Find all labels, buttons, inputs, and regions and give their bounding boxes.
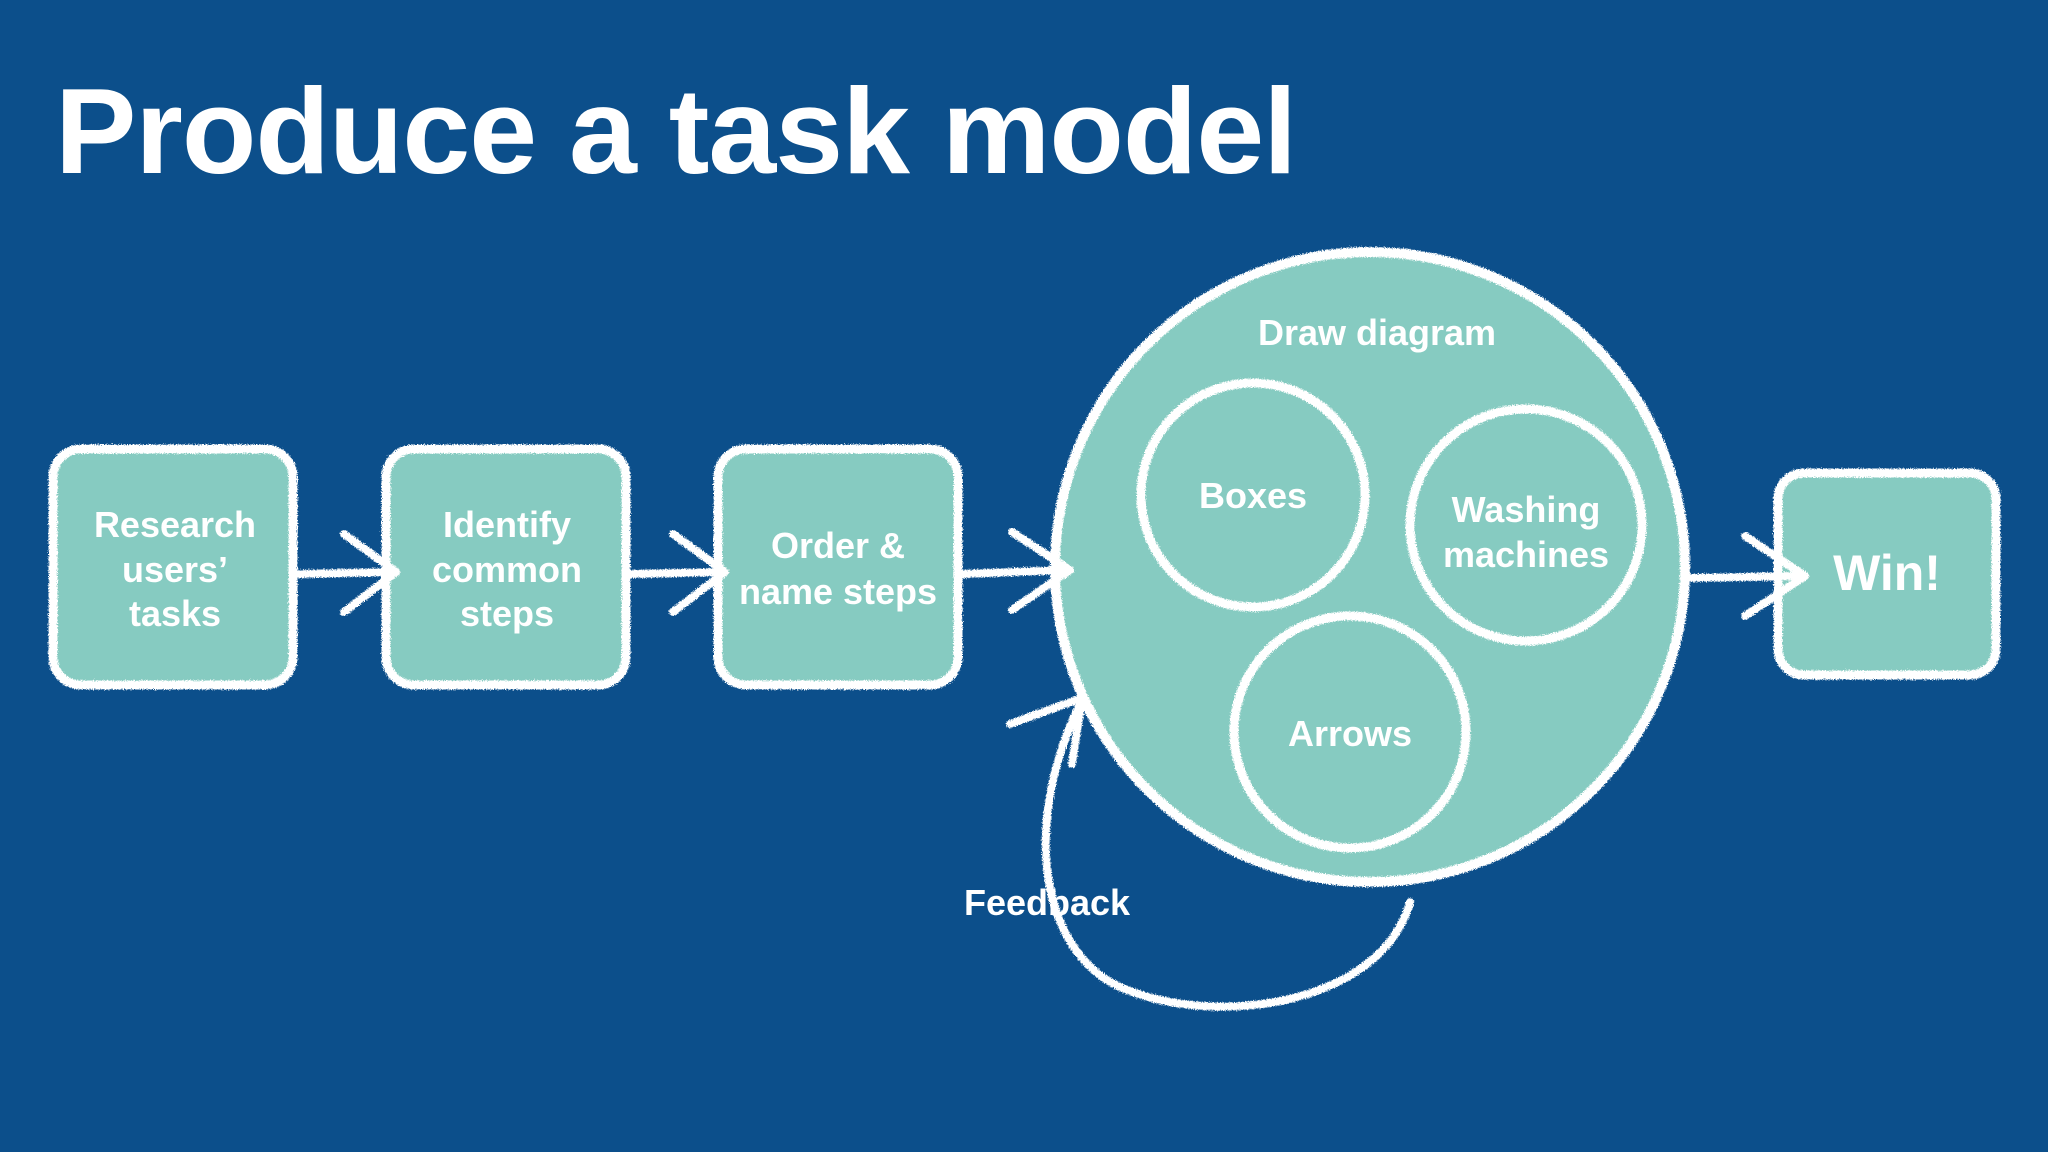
arrow-research-to-identify bbox=[296, 530, 400, 616]
arrow-line bbox=[959, 566, 1069, 578]
step-box bbox=[48, 444, 298, 690]
outcome-win: Win! bbox=[1773, 468, 2001, 680]
draw-diagram-label: Draw diagram bbox=[1258, 312, 1496, 353]
feedback-loop bbox=[1006, 694, 1414, 1011]
step-research: Research users’ tasks bbox=[48, 444, 298, 690]
washing-machines-label-line-1: Washing bbox=[1452, 489, 1601, 530]
slide-title: Produce a task model bbox=[55, 63, 1297, 199]
arrow-line bbox=[627, 568, 725, 578]
arrow-line bbox=[296, 568, 396, 578]
arrow-head bbox=[1741, 532, 1809, 620]
arrow-head bbox=[340, 530, 400, 616]
feedback-label: Feedback bbox=[964, 882, 1131, 923]
step-identify: Identify common steps bbox=[381, 444, 631, 690]
step-label-line-3: tasks bbox=[129, 593, 221, 634]
arrow-line bbox=[1681, 572, 1804, 582]
step-label-line-1: Order & bbox=[771, 525, 905, 566]
arrow-head bbox=[1008, 528, 1074, 614]
outcome-label: Win! bbox=[1833, 545, 1941, 601]
washing-machines-circle bbox=[1405, 404, 1647, 646]
draw-diagram-group: Draw diagram Boxes Washing machines Arro… bbox=[1050, 247, 1690, 887]
step-order-name: Order & name steps bbox=[713, 444, 963, 690]
feedback-arrow-head bbox=[1006, 694, 1086, 768]
boxes-circle bbox=[1136, 378, 1370, 612]
step-label-line-2: common bbox=[432, 549, 582, 590]
arrows-circle bbox=[1229, 611, 1471, 853]
boxes-label: Boxes bbox=[1199, 475, 1307, 516]
step-label-line-1: Identify bbox=[443, 504, 571, 545]
washing-machines-label-line-2: machines bbox=[1443, 534, 1609, 575]
feedback-arc bbox=[1041, 696, 1414, 1011]
step-label-line-1: Research bbox=[94, 504, 256, 545]
arrow-head bbox=[669, 530, 729, 616]
arrow-diagram-to-win bbox=[1681, 532, 1809, 620]
step-label-line-2: name steps bbox=[739, 571, 937, 612]
arrow-order-to-diagram bbox=[959, 528, 1074, 614]
arrow-identify-to-order bbox=[627, 530, 729, 616]
step-label-line-3: steps bbox=[460, 593, 554, 634]
step-label-line-2: users’ bbox=[122, 549, 228, 590]
step-box bbox=[713, 444, 963, 690]
arrows-label: Arrows bbox=[1288, 713, 1412, 754]
